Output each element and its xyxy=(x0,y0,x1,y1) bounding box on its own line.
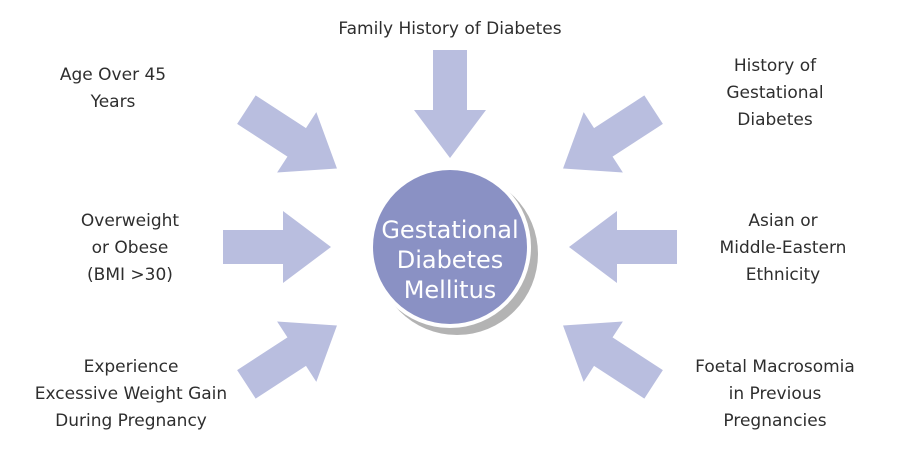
arrow-icon-bottom-right xyxy=(543,295,674,415)
factor-line: Experience xyxy=(83,357,179,377)
factor-line: Years xyxy=(90,92,136,112)
factor-overweight: Overweight or Obese (BMI >30) xyxy=(10,208,250,289)
factor-gestational-history: History of Gestational Diabetes xyxy=(655,53,895,134)
arrow-icon-top xyxy=(414,50,486,158)
factor-line: Gestational xyxy=(726,83,824,103)
arrow-icon-right xyxy=(569,211,677,283)
factor-line: Pregnancies xyxy=(723,411,827,431)
factor-line: During Pregnancy xyxy=(55,411,207,431)
factor-line: Diabetes xyxy=(737,110,813,130)
factor-line: in Previous xyxy=(728,384,822,404)
arrow-icon-top-left xyxy=(226,79,357,199)
factor-line: Middle-Eastern xyxy=(719,238,847,258)
center-line: Gestational xyxy=(381,216,519,244)
factor-line: Family History of Diabetes xyxy=(338,19,562,39)
factor-line: Ethnicity xyxy=(745,265,821,285)
factor-line: (BMI >30) xyxy=(87,265,173,285)
factor-line: or Obese xyxy=(91,238,169,258)
factor-line: Age Over 45 xyxy=(59,65,167,85)
factor-line: Foetal Macrosomia xyxy=(695,357,855,377)
factor-line: Excessive Weight Gain xyxy=(34,384,228,404)
factor-weight-gain: Experience Excessive Weight Gain During … xyxy=(11,354,251,435)
factor-line: History of xyxy=(733,56,817,76)
factor-ethnicity: Asian or Middle-Eastern Ethnicity xyxy=(663,208,900,289)
center-circle xyxy=(373,170,527,324)
arrow-icon-top-right xyxy=(543,79,674,199)
factor-family-history: Family History of Diabetes xyxy=(330,16,570,43)
center-title: Gestational Diabetes Mellitus xyxy=(372,215,528,305)
center-line: Diabetes xyxy=(396,246,504,274)
factor-age: Age Over 45 Years xyxy=(0,62,233,116)
factor-line: Overweight xyxy=(80,211,180,231)
factor-macrosomia: Foetal Macrosomia in Previous Pregnancie… xyxy=(655,354,895,435)
factor-line: Asian or xyxy=(748,211,818,231)
center-line: Mellitus xyxy=(403,276,497,304)
